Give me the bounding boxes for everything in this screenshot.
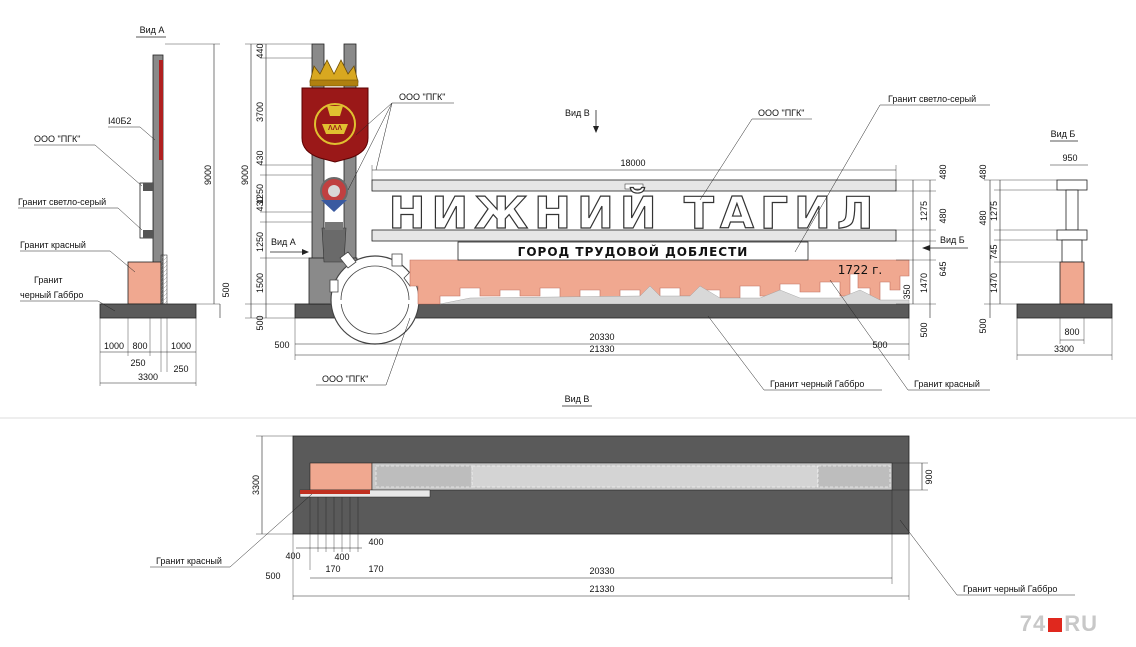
watermark-square-icon	[1048, 618, 1063, 633]
order-medal-icon	[320, 177, 348, 212]
dim-r-1275: 1275	[919, 201, 929, 221]
label-granite-red-front: Гранит красный	[914, 379, 980, 389]
dim-f-430-a: 430	[255, 150, 265, 165]
arrow-view-a-label: Вид А	[271, 237, 296, 247]
subtitle-text: ГОРОД ТРУДОВОЙ ДОБЛЕСТИ	[518, 244, 749, 259]
arrow-view-v-label: Вид В	[565, 108, 590, 118]
dim-b-500: 500	[978, 318, 988, 333]
dim-f-18000: 18000	[620, 158, 645, 168]
site-watermark: 74 RU	[1020, 611, 1098, 637]
dim-p-20330: 20330	[589, 566, 614, 576]
dim-f-3700: 3700	[255, 102, 265, 122]
svg-text:ΛΛΛ: ΛΛΛ	[328, 125, 342, 132]
dim-f-9000: 9000	[240, 165, 250, 185]
watermark-left-text: 74	[1019, 611, 1047, 636]
dim-r-350: 350	[902, 284, 912, 299]
dim-a-250-right: 250	[173, 364, 188, 374]
view-b-side-elevation: Вид Б 950 480 1275 480 745 1470 500 800 …	[978, 129, 1113, 360]
dim-b-480-b: 480	[978, 210, 988, 225]
view-b-title: Вид Б	[1051, 129, 1076, 139]
dim-f-1250-a: 1250	[255, 184, 265, 204]
view-a-red-pedestal	[127, 261, 162, 305]
dim-p-170-a: 170	[325, 564, 340, 574]
dim-a-9000: 9000	[203, 165, 213, 185]
view-b-red-pedestal	[1059, 261, 1085, 305]
dim-f-1250-b: 1250	[255, 232, 265, 252]
dim-b-950: 950	[1062, 153, 1077, 163]
label-ooo-pgk-sign: ООО "ПГК"	[758, 108, 804, 118]
plan-red-block	[309, 462, 373, 491]
coat-of-arms-icon: ΛΛΛ	[301, 87, 369, 163]
dim-b-745: 745	[989, 244, 999, 259]
dim-p-21330: 21330	[589, 584, 614, 594]
dim-f-440: 440	[255, 43, 265, 58]
label-a-ooo-pgk: ООО "ПГК"	[34, 134, 80, 144]
dim-a-500: 500	[221, 282, 231, 297]
crown-emblem	[309, 59, 359, 87]
dim-b-1470: 1470	[989, 273, 999, 293]
dim-a-250-left: 250	[130, 358, 145, 368]
dim-p-170-b: 170	[368, 564, 383, 574]
subtitle-plate	[457, 241, 809, 261]
dim-b-3300: 3300	[1054, 344, 1074, 354]
dim-r-480-a: 480	[938, 164, 948, 179]
label-granite-black-gabbro-front: Гранит черный Габбро	[770, 379, 864, 389]
label-plan-granite-black-gabbro: Гранит черный Габбро	[963, 584, 1057, 594]
dim-f-500-right: 500	[872, 340, 887, 350]
view-b-black-base	[1016, 303, 1113, 319]
dim-b-1275: 1275	[989, 201, 999, 221]
dim-f-500: 500	[255, 315, 265, 330]
view-a-side-elevation: Вид А 9000 500 1000 800 1000 250 250	[18, 25, 231, 386]
dim-p-900: 900	[924, 469, 934, 484]
dim-a-3300: 3300	[138, 372, 158, 382]
plan-title: Вид В	[565, 394, 590, 404]
dim-a-1000-right: 1000	[171, 341, 191, 351]
view-a-title: Вид А	[140, 25, 165, 35]
label-a-granite-black-1: Гранит	[34, 275, 63, 285]
dim-p-3300: 3300	[251, 475, 261, 495]
dim-r-500: 500	[919, 322, 929, 337]
dim-p-400-b: 400	[334, 552, 349, 562]
dim-a-800: 800	[132, 341, 147, 351]
dim-p-400-c: 400	[368, 537, 383, 547]
gear-icon	[329, 251, 421, 345]
dim-r-480-b: 480	[938, 208, 948, 223]
dim-f-21330: 21330	[589, 344, 614, 354]
dim-b-480-a: 480	[978, 164, 988, 179]
dim-a-1000-left: 1000	[104, 341, 124, 351]
label-a-granite-light-grey: Гранит светло-серый	[18, 197, 106, 207]
label-ooo-pgk-bottom: ООО "ПГК"	[322, 374, 368, 384]
bottom-bar	[371, 229, 897, 242]
label-beam: I40Б2	[108, 116, 131, 126]
view-a-black-base	[99, 303, 197, 319]
plan-view: Вид В 3300 900 400 400 400 170 170	[150, 394, 1075, 600]
dim-f-1500: 1500	[255, 273, 265, 293]
front-elevation: 440 3700 430 1250 430 1250 1500 500 9000…	[240, 43, 990, 391]
arrow-view-b-label: Вид Б	[940, 235, 965, 245]
label-ooo-pgk-top: ООО "ПГК"	[399, 92, 445, 102]
dim-f-20330: 20330	[589, 332, 614, 342]
dim-b-800: 800	[1064, 327, 1079, 337]
dim-f-500-left: 500	[274, 340, 289, 350]
dim-r-645: 645	[938, 261, 948, 276]
watermark-right-text: RU	[1064, 611, 1098, 636]
label-plan-granite-red: Гранит красный	[156, 556, 222, 566]
dim-f-430-b: 430	[255, 196, 265, 211]
label-granite-light-grey: Гранит светло-серый	[888, 94, 976, 104]
label-a-granite-red: Гранит красный	[20, 240, 86, 250]
dim-r-1470: 1470	[919, 273, 929, 293]
year-text: 1722 г.	[838, 263, 882, 277]
label-a-granite-black-2: черный Габбро	[20, 290, 83, 300]
dim-p-500: 500	[265, 571, 280, 581]
